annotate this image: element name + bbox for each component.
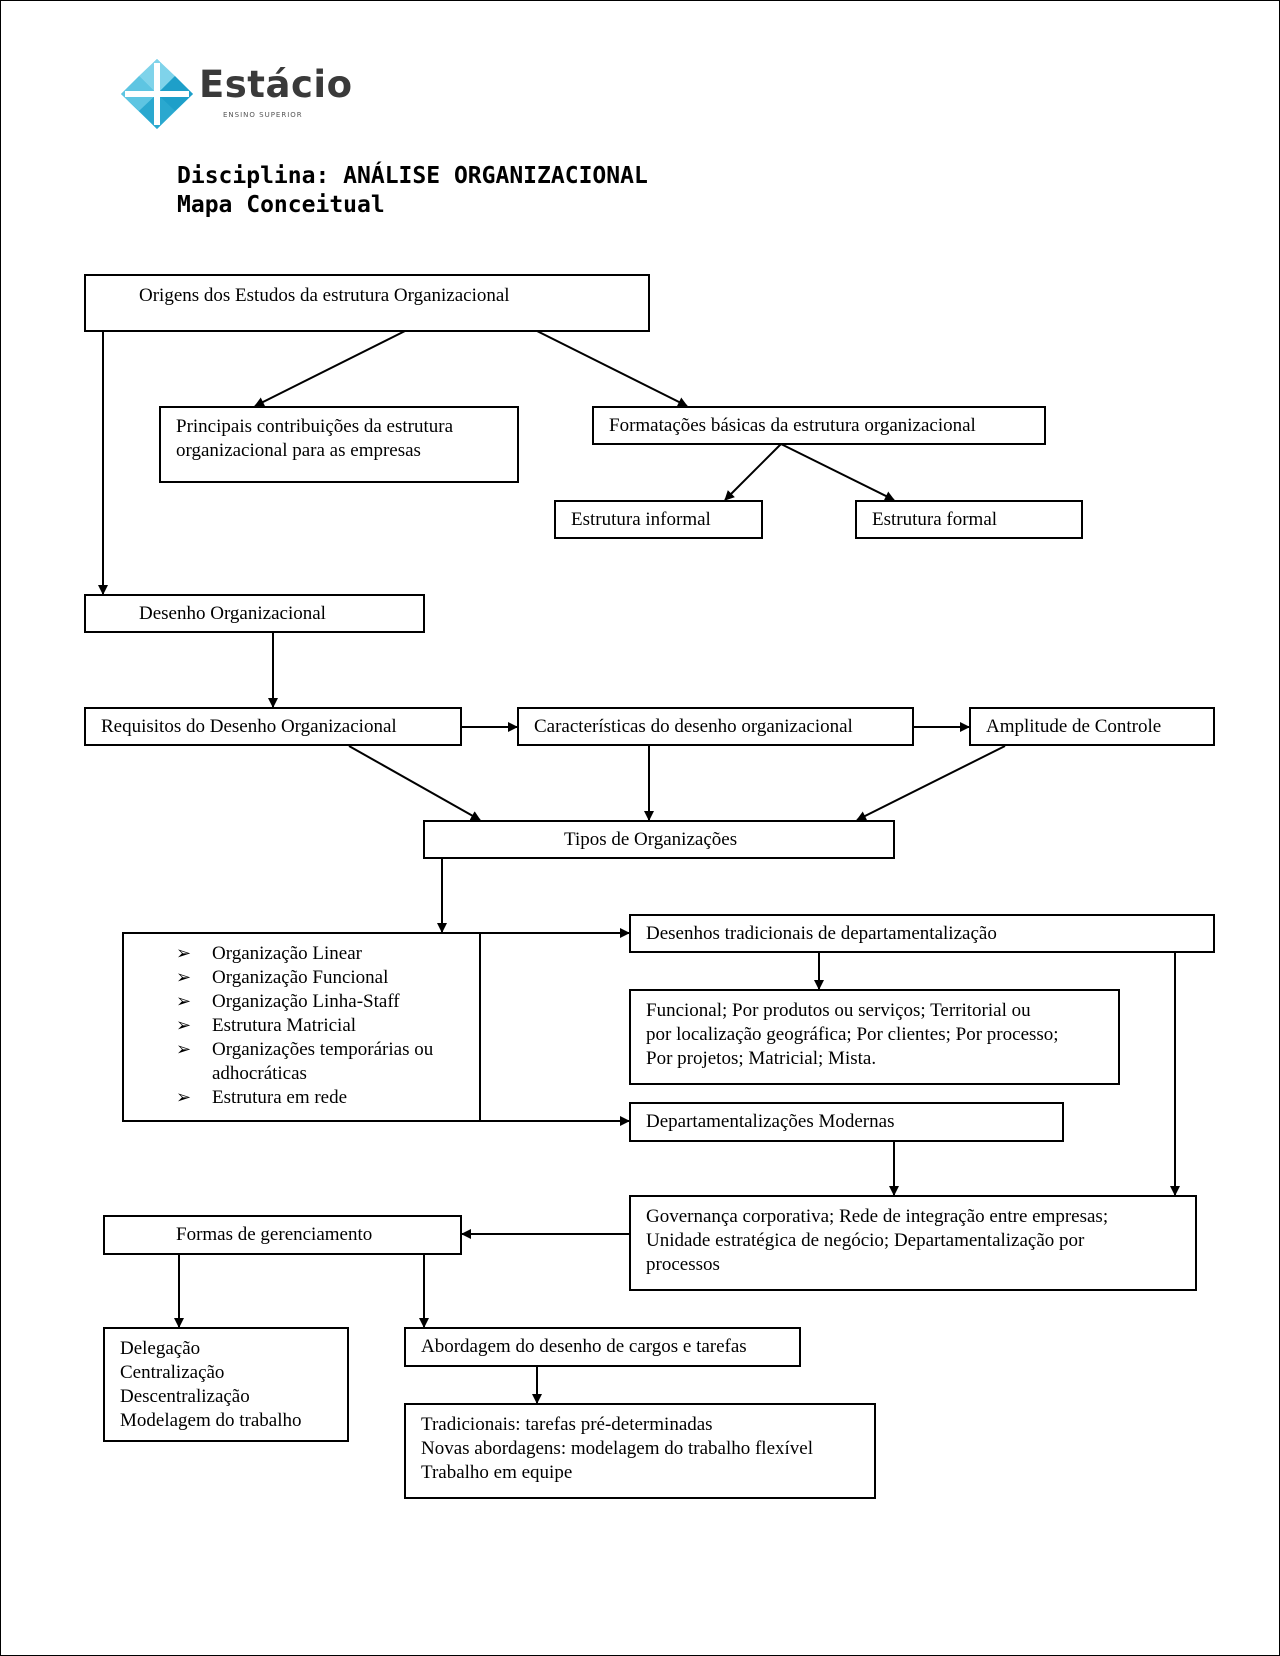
node-tradicionais-line: Por projetos; Matricial; Mista. xyxy=(646,1048,877,1069)
node-formas-label: Formas de gerenciamento xyxy=(176,1224,373,1245)
logo-diamond-icon xyxy=(121,59,193,129)
node-governanca-line: Governança corporativa; Rede de integraç… xyxy=(646,1206,1109,1227)
node-formas-line: Descentralização xyxy=(120,1386,250,1407)
node-abordagem: Abordagem do desenho de cargos e tarefas xyxy=(404,1327,801,1367)
list-item: ➢Organização Linha-Staff xyxy=(176,991,400,1012)
node-abordagem-label: Abordagem do desenho de cargos e tarefas xyxy=(421,1336,747,1357)
node-desenho-label: Desenho Organizacional xyxy=(139,603,326,624)
node-tradicionais-lista: Funcional; Por produtos ou serviços; Ter… xyxy=(629,989,1120,1085)
arrow-origens-formatacoes xyxy=(536,330,688,407)
node-amplitude-label: Amplitude de Controle xyxy=(986,716,1162,737)
node-origens: Origens dos Estudos da estrutura Organiz… xyxy=(84,274,650,332)
node-tradicionais-line: Funcional; Por produtos ou serviços; Ter… xyxy=(646,1000,1031,1021)
arrow-formatacoes-formal xyxy=(780,443,895,501)
node-tradicionais-line: por localização geográfica; Por clientes… xyxy=(646,1024,1059,1045)
node-contribuicoes: Principais contribuições da estrutura or… xyxy=(159,406,519,483)
arrowhead-bullet-icon: ➢ xyxy=(176,991,192,1012)
node-formatacoes-label: Formatações básicas da estrutura organiz… xyxy=(609,415,976,436)
estacio-logo: Estácio ENSINO SUPERIOR xyxy=(121,59,352,129)
node-formatacoes: Formatações básicas da estrutura organiz… xyxy=(592,406,1046,445)
arrowhead-bullet-icon: ➢ xyxy=(176,1039,192,1060)
node-abordagem-line: Tradicionais: tarefas pré-determinadas xyxy=(421,1414,713,1435)
node-formal-label: Estrutura formal xyxy=(872,509,998,530)
node-origens-label: Origens dos Estudos da estrutura Organiz… xyxy=(139,285,510,306)
list-item: ➢Organizações temporárias ou adhocrática… xyxy=(176,1039,434,1084)
node-tipos: Tipos de Organizações xyxy=(423,820,895,859)
node-informal-label: Estrutura informal xyxy=(571,509,711,530)
list-item: ➢Organização Funcional xyxy=(176,967,389,988)
map-title: Mapa Conceitual xyxy=(177,192,385,218)
node-tipos-label: Tipos de Organizações xyxy=(564,829,738,850)
node-contribuicoes-line: organizacional para as empresas xyxy=(176,440,421,461)
node-formas-line: Centralização xyxy=(120,1362,225,1383)
node-governanca: Governança corporativa; Rede de integraç… xyxy=(629,1195,1197,1291)
logo-wordmark: Estácio xyxy=(199,63,353,106)
node-abordagem-line: Novas abordagens: modelagem do trabalho … xyxy=(421,1438,814,1459)
discipline-title: Disciplina: ANÁLISE ORGANIZACIONAL xyxy=(177,163,648,189)
arrow-requisitos-tipos xyxy=(348,745,481,821)
node-formas-line: Delegação xyxy=(120,1338,201,1359)
node-governanca-line: processos xyxy=(646,1254,720,1275)
node-requisitos: Requisitos do Desenho Organizacional xyxy=(84,707,462,746)
list-item: ➢Organização Linear xyxy=(176,943,362,964)
node-formas-lista: Delegação Centralização Descentralização… xyxy=(103,1327,349,1442)
node-tipos-lista: ➢Organização Linear ➢Organização Funcion… xyxy=(122,932,481,1122)
arrowhead-bullet-icon: ➢ xyxy=(176,1015,192,1036)
arrowhead-bullet-icon: ➢ xyxy=(176,967,192,988)
node-formas: Formas de gerenciamento xyxy=(103,1215,462,1255)
logo-subtitle: ENSINO SUPERIOR xyxy=(223,111,303,119)
node-abordagem-line: Trabalho em equipe xyxy=(421,1462,573,1483)
node-deptos-modernas-label: Departamentalizações Modernas xyxy=(646,1111,895,1132)
node-desenhos-tradicionais: Desenhos tradicionais de departamentaliz… xyxy=(629,914,1215,953)
node-formas-line: Modelagem do trabalho xyxy=(120,1410,302,1431)
list-item: ➢Estrutura em rede xyxy=(176,1087,348,1108)
node-contribuicoes-line: Principais contribuições da estrutura xyxy=(176,416,454,437)
node-caracteristicas: Características do desenho organizaciona… xyxy=(517,707,914,746)
arrow-amplitude-tipos xyxy=(856,745,1006,821)
node-abordagem-lista: Tradicionais: tarefas pré-determinadas N… xyxy=(404,1403,876,1499)
organization-types-list: ➢Organização Linear ➢Organização Funcion… xyxy=(176,942,462,1110)
node-governanca-line: Unidade estratégica de negócio; Departam… xyxy=(646,1230,1085,1251)
arrow-formatacoes-informal xyxy=(724,443,782,501)
arrowhead-bullet-icon: ➢ xyxy=(176,943,192,964)
node-desenhos-tradicionais-label: Desenhos tradicionais de departamentaliz… xyxy=(646,923,997,944)
node-desenho: Desenho Organizacional xyxy=(84,594,425,633)
list-item: ➢Estrutura Matricial xyxy=(176,1015,357,1036)
node-requisitos-label: Requisitos do Desenho Organizacional xyxy=(101,716,397,737)
node-informal: Estrutura informal xyxy=(554,500,763,539)
node-caracteristicas-label: Características do desenho organizaciona… xyxy=(534,716,853,737)
node-amplitude: Amplitude de Controle xyxy=(969,707,1215,746)
node-deptos-modernas: Departamentalizações Modernas xyxy=(629,1102,1064,1142)
node-formal: Estrutura formal xyxy=(855,500,1083,539)
arrowhead-bullet-icon: ➢ xyxy=(176,1087,192,1108)
arrow-origens-contribuicoes xyxy=(254,330,406,407)
